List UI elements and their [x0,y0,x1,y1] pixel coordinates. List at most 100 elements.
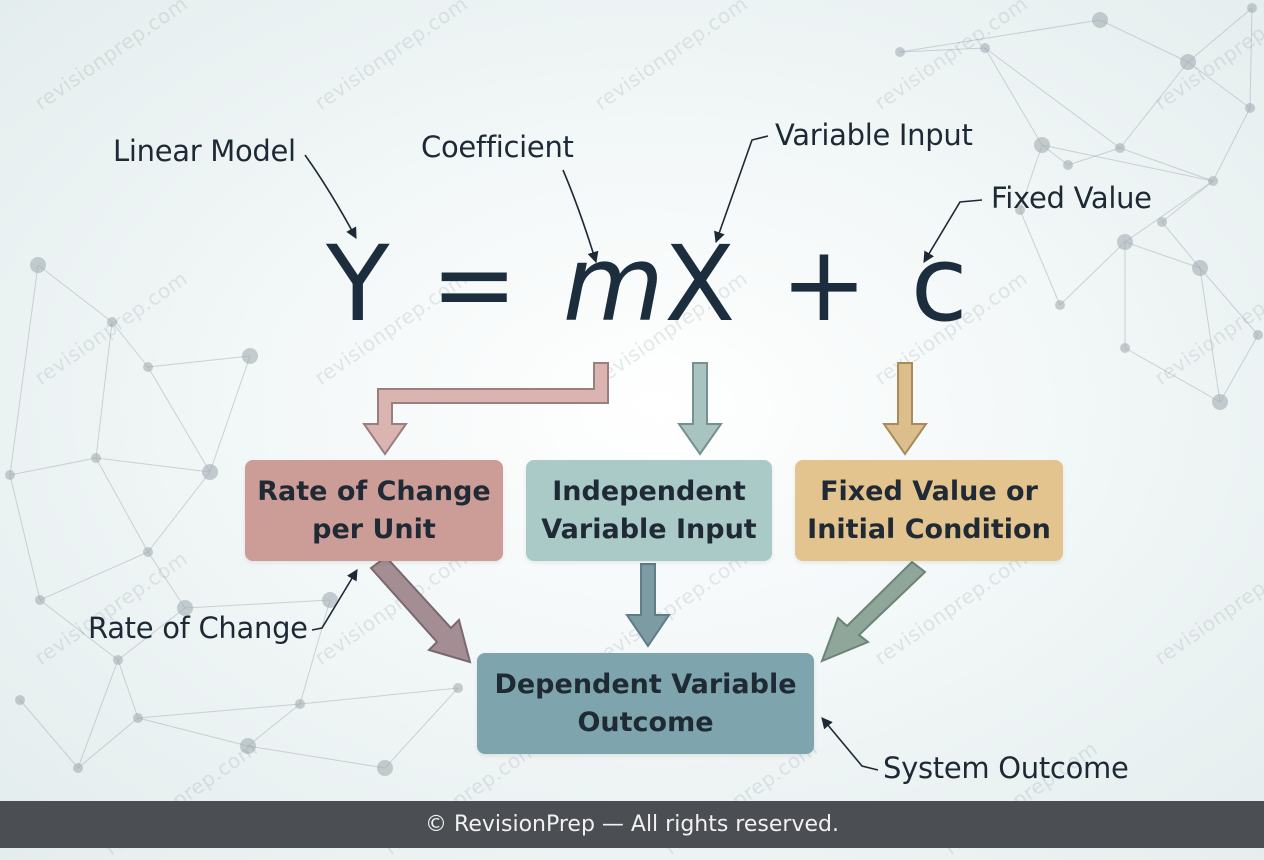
dependent-variable-box-text: Dependent Variable Outcome [494,668,797,738]
network-node [1117,234,1133,250]
network-node [30,257,46,273]
coefficient-pointer-arrow [562,169,599,264]
network-edge [111,321,149,368]
network-edge [9,457,97,476]
equation-plus: + [780,223,868,345]
network-node [5,470,15,480]
network-node [1015,205,1025,215]
network-edge [1099,19,1189,63]
copyright-footer: © RevisionPrep — All rights reserved. [0,801,1264,848]
network-edge [1199,267,1221,403]
network-node [1063,160,1073,170]
copyright-text: © RevisionPrep — All rights reserved. [425,812,839,837]
independent-variable-box: Independent Variable Input [526,460,772,561]
network-edge [1059,241,1126,306]
network-node [242,348,258,364]
dependent-variable-box: Dependent Variable Outcome [477,653,814,754]
network-edge [899,47,986,53]
network-node [1253,330,1263,340]
network-node [1212,394,1228,410]
network-node [15,695,25,705]
network-node [895,47,905,57]
network-edge [1249,7,1253,109]
network-node [1055,300,1065,310]
network-edge [1187,7,1253,63]
network-node [133,713,143,723]
network-edge [899,19,1101,53]
rate-of-change-box: Rate of Change per Unit [245,460,503,561]
network-node [143,362,153,372]
network-node [295,699,305,709]
network-edge [1124,241,1201,269]
coefficient-to-rate-arrow [362,362,609,456]
network-node [177,600,193,616]
linear-equation: Y = mX + c [326,232,968,336]
equation-equals: = [430,223,518,345]
independent-to-outcome-arrow [625,563,671,648]
network-edge [1124,347,1221,403]
network-edge [247,745,386,769]
network-edge [137,703,301,719]
network-edge [1019,209,1061,306]
network-node [453,683,463,693]
rate-of-change-label: Rate of Change [88,611,308,645]
network-node [377,760,393,776]
network-edge [1019,144,1043,211]
system-outcome-pointer-arrow [821,717,879,771]
network-edge [247,703,301,747]
coefficient-label: Coefficient [421,130,574,164]
network-edge [209,355,251,473]
rate-of-change-pointer-arrow [311,569,358,631]
network-edge [299,599,331,705]
network-edge [299,687,459,705]
network-edge [147,366,211,473]
equation-x: X [664,223,736,345]
network-node [107,317,117,327]
network-node [1120,343,1130,353]
network-edge [1124,180,1214,243]
variable-input-label: Variable Input [775,118,973,152]
network-edge [1119,147,1214,182]
network-node [1180,54,1196,70]
network-edge [1187,61,1251,109]
network-edge [147,551,186,609]
network-edge [1219,334,1259,403]
network-node [202,464,218,480]
linear-model-pointer-arrow [304,154,357,239]
network-node [240,738,256,754]
network-node [1115,143,1125,153]
system-outcome-label: System Outcome [883,751,1129,785]
equation-c: c [910,223,968,345]
network-node [73,763,83,773]
network-edge [9,474,41,601]
network-edge [184,599,331,609]
network-node [1157,217,1167,227]
network-edge [77,717,139,769]
network-edge [984,47,1121,149]
network-edge [117,607,186,661]
network-node [143,547,153,557]
network-node [322,592,338,608]
network-edge [147,355,251,368]
fixed-value-box-text: Fixed Value or Initial Condition [807,475,1051,545]
network-edge [137,717,249,747]
equation-y: Y [326,223,390,345]
network-edge [95,457,211,473]
network-edge [1212,107,1251,182]
network-edge [147,471,211,553]
linear-model-label: Linear Model [113,134,296,168]
network-node [980,43,990,53]
network-node [1034,137,1050,153]
network-node [1208,176,1218,186]
x-to-independent-arrow [677,362,723,456]
network-edge [37,264,113,323]
network-node [1245,103,1255,113]
network-edge [19,699,79,769]
network-edge [39,599,119,661]
network-edge [39,551,149,601]
fixed-value-label: Fixed Value [991,181,1152,215]
fixed-value-box: Fixed Value or Initial Condition [795,460,1063,561]
network-edge [77,659,119,769]
